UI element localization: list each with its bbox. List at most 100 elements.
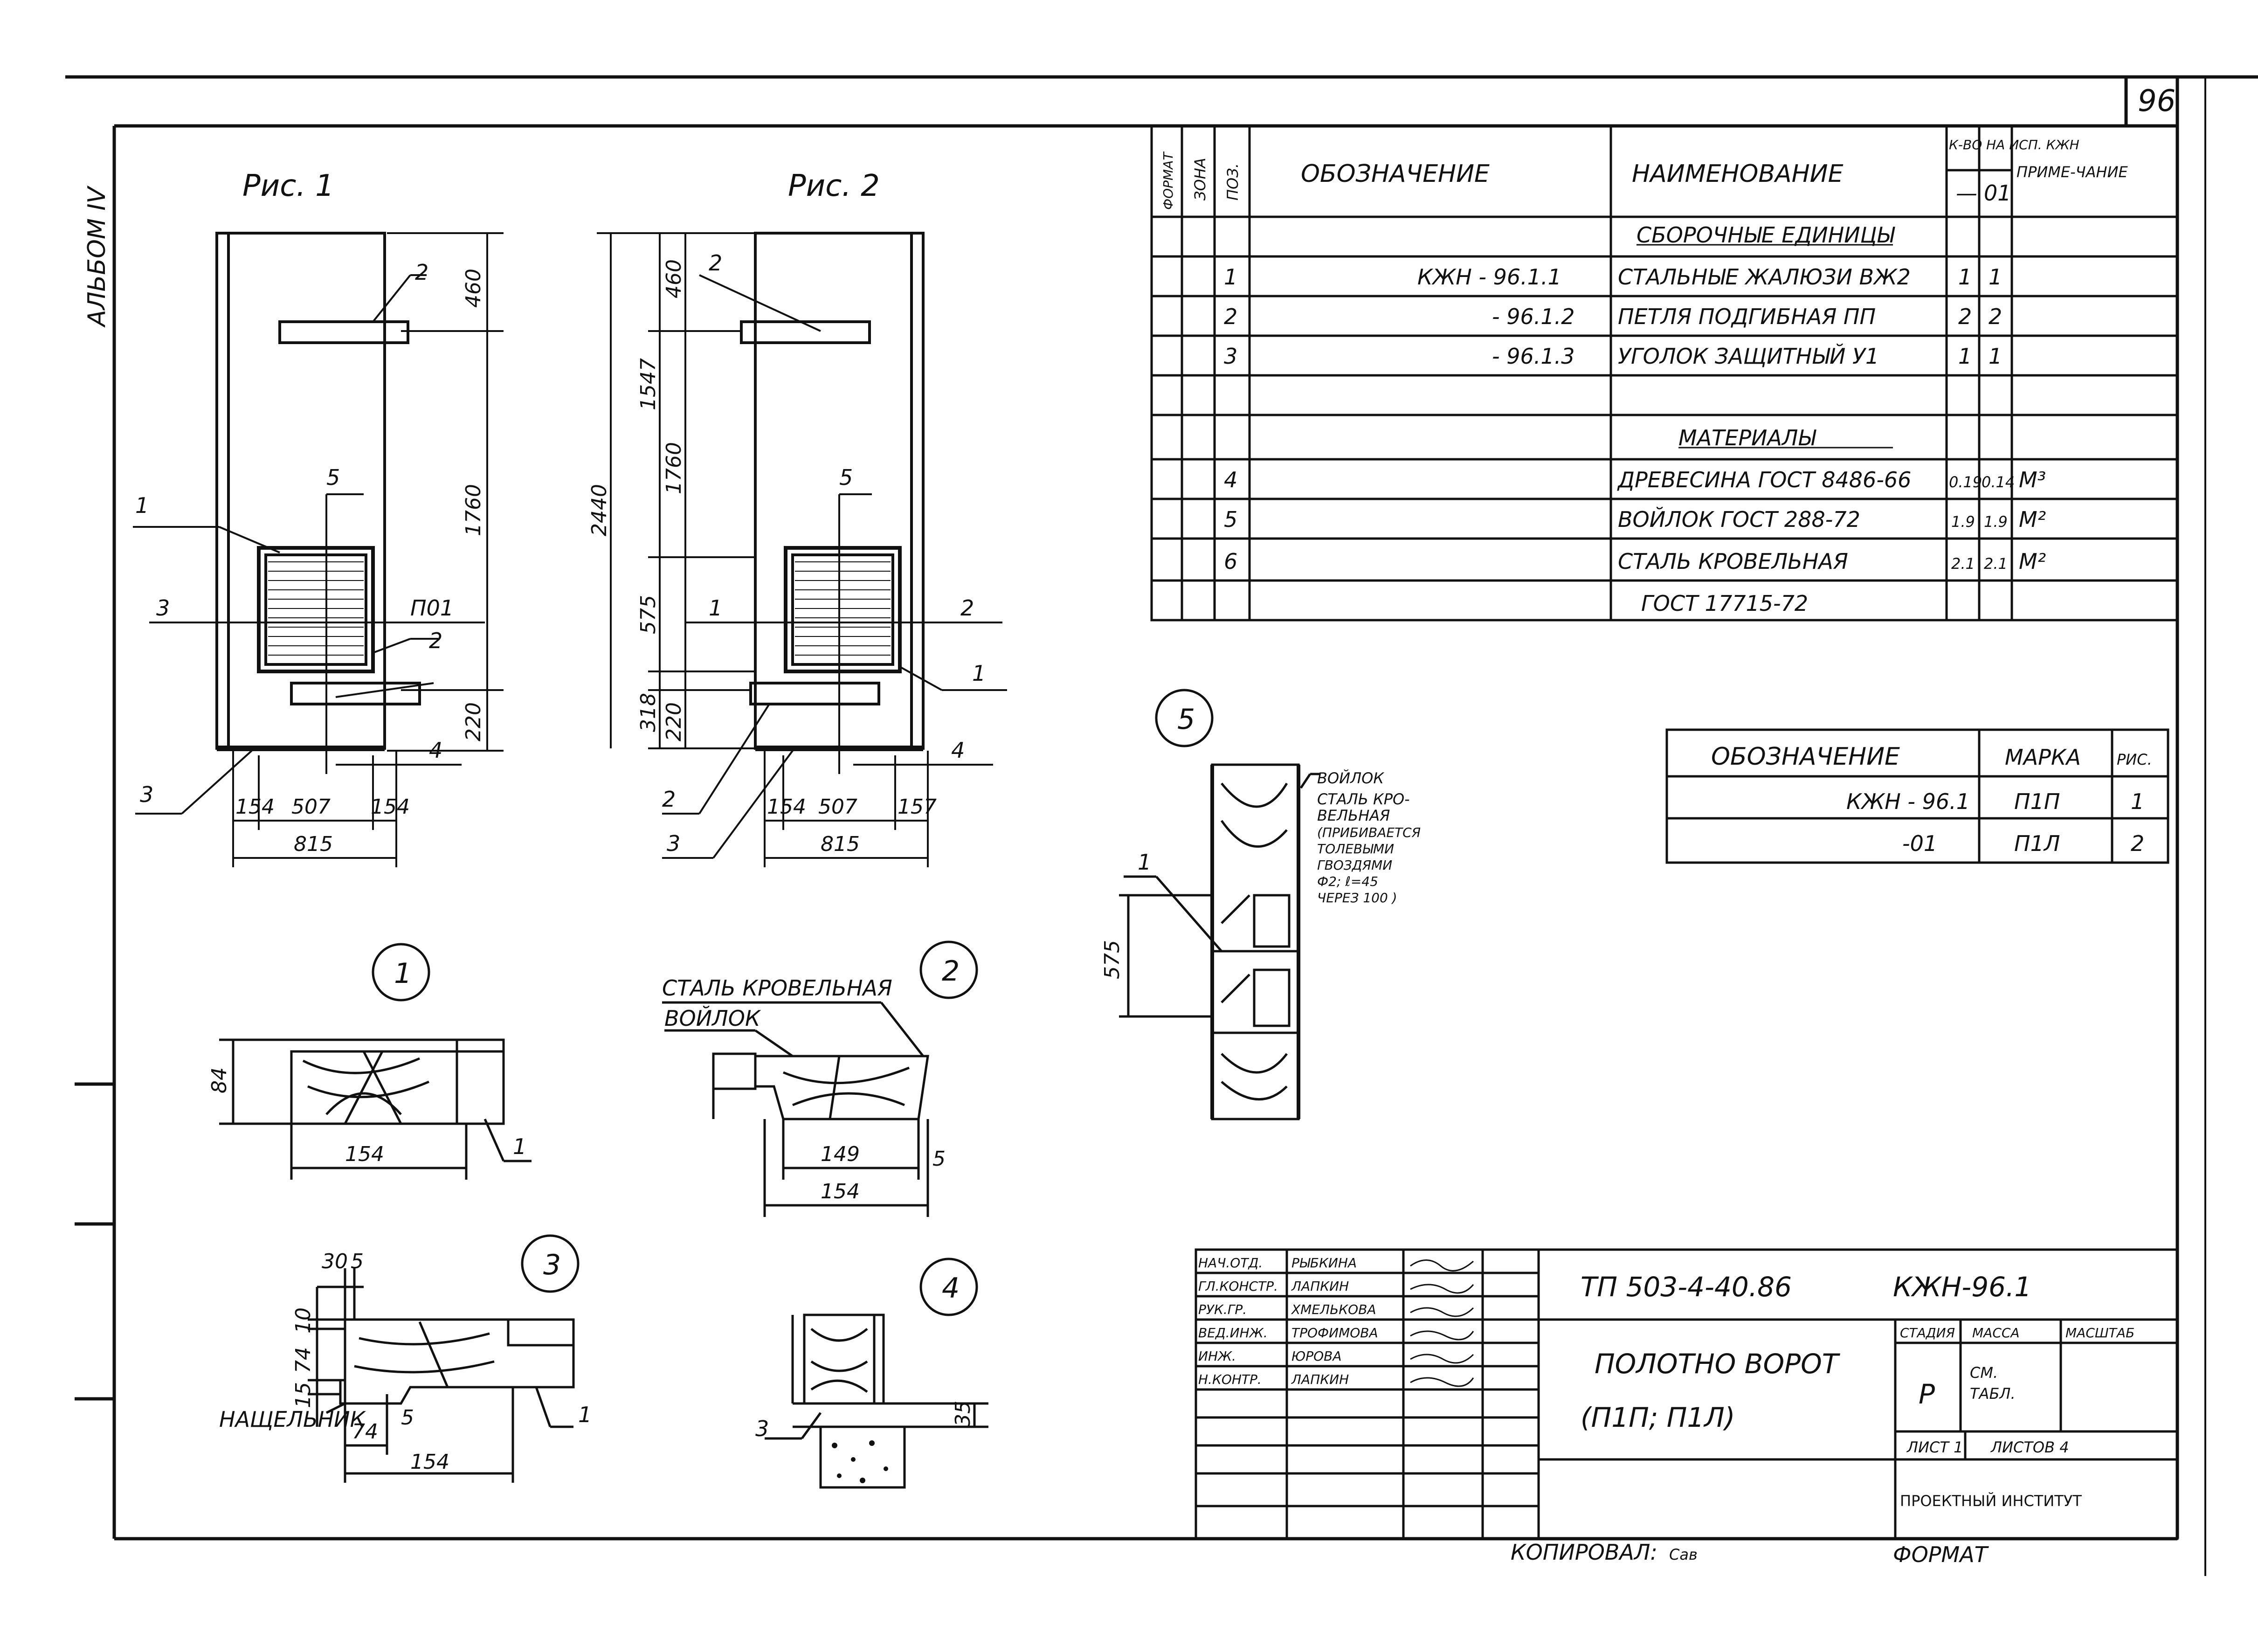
section-3-label: 3 (543, 1249, 561, 1281)
spec-row-3-qb: 1 (1989, 344, 2002, 369)
spec-row-4-qa: 0.19 (1949, 473, 1982, 491)
section-3-dim-10: 10 (291, 1307, 315, 1334)
section-5-note-felt: ВОЙЛОК (1317, 769, 1384, 787)
tb-stage: Р (1919, 1378, 1935, 1410)
spec-row-3-name: УГОЛОК ЗАЩИТНЫЙ У1 (1618, 344, 1879, 369)
spec-section-materials: МАТЕРИАЛЫ (1678, 425, 1817, 450)
marks-header-fig: РИС. (2117, 751, 2152, 768)
spec-header-qty-a: — (1956, 180, 1977, 206)
section-3-dim-154: 154 (410, 1450, 449, 1474)
tb-doc-code: КЖН-96.1 (1893, 1271, 2031, 1303)
section-5-label: 5 (1177, 703, 1195, 736)
marks-row-1-designation: КЖН - 96.1 (1846, 789, 1970, 814)
spec-table: ФОРМАТ ЗОНА ПОЗ. ОБОЗНАЧЕНИЕ НАИМЕНОВАНИ… (1150, 124, 2179, 622)
section-2-dim-5: 5 (932, 1147, 946, 1171)
tb-role-5: ИНЖ. (1198, 1348, 1236, 1364)
spec-row-4-note: М³ (2019, 467, 2046, 492)
figure-2: Рис. 2 (587, 169, 1007, 867)
fig2-dim-460: 460 (662, 259, 686, 298)
fig2-dim-1547: 1547 (636, 358, 660, 410)
fig1-dim-154-right: 154 (371, 795, 410, 819)
spec-row-2-pos: 2 (1224, 304, 1237, 329)
spec-row-6-qb: 2.1 (1984, 555, 2008, 573)
spec-row-5-name: ВОЙЛОК ГОСТ 288-72 (1618, 507, 1860, 532)
section-4-leader-3: 3 (755, 1416, 769, 1441)
fig2-dim-154: 154 (767, 795, 806, 819)
spec-row-1-designation: КЖН - 96.1.1 (1417, 264, 1561, 290)
tb-name-4: ТРОФИМОВА (1291, 1325, 1378, 1341)
page-number: 96 (2138, 84, 2175, 118)
figure-2-title: Рис. 2 (788, 169, 880, 203)
spec-row-6-name: СТАЛЬ КРОВЕЛЬНАЯ (1618, 549, 1848, 574)
section-4: 4 35 3 (755, 1258, 988, 1489)
tb-title-line-2: (П1П; П1Л) (1581, 1402, 1735, 1433)
copied-by-label: КОПИРОВАЛ: (1511, 1540, 1657, 1565)
section-5-note-steel-2: ВЕЛЬНАЯ (1317, 807, 1390, 824)
tb-project-code: ТП 503-4-40.86 (1581, 1271, 1792, 1303)
section-3: 3 30 5 10 74 15 74 (219, 1234, 592, 1483)
fig1-leader-4: 4 (429, 738, 442, 763)
figure-1: Рис. 1 (133, 169, 504, 867)
signatures (1410, 1259, 1474, 1387)
tb-role-1: НАЧ.ОТД. (1198, 1255, 1263, 1271)
format-label: ФОРМАТ (1893, 1542, 1989, 1567)
spec-row-7-name: ГОСТ 17715-72 (1641, 591, 1808, 616)
fig2-leader-1: 1 (709, 595, 722, 621)
spec-header-pos: ПОЗ. (1224, 163, 1242, 200)
section-2-dim-154: 154 (821, 1180, 860, 1203)
section-2-text-felt: ВОЙЛОК (664, 1006, 761, 1031)
sheet-frame (65, 75, 2258, 1576)
fig2-leader-3: 3 (667, 831, 680, 856)
figure-1-title: Рис. 1 (242, 169, 334, 203)
spec-row-1-qb: 1 (1989, 264, 2002, 290)
fig2-leader-4: 4 (951, 738, 965, 763)
section-2-dim-149: 149 (821, 1142, 860, 1166)
tb-name-2: ЛАПКИН (1291, 1279, 1349, 1294)
marks-table: ОБОЗНАЧЕНИЕ МАРКА РИС. КЖН - 96.1 П1П 1 … (1665, 728, 2169, 864)
spec-header-name: НАИМЕНОВАНИЕ (1632, 160, 1844, 188)
section-3-dim-15: 15 (291, 1382, 315, 1408)
tb-mass-label: МАССА (1972, 1325, 2020, 1341)
tb-role-2: ГЛ.КОНСТР. (1198, 1279, 1278, 1294)
spec-row-5-pos: 5 (1224, 507, 1237, 532)
spec-row-5-qa: 1.9 (1951, 513, 1975, 531)
spec-row-2-name: ПЕТЛЯ ПОДГИБНАЯ ПП (1618, 304, 1876, 329)
spec-row-1-qa: 1 (1958, 264, 1972, 290)
section-2: 2 СТАЛЬ КРОВЕЛЬНАЯ ВОЙЛОК 149 154 5 (662, 940, 978, 1217)
spec-header-qty-b: 01 (1984, 180, 2011, 206)
tb-role-3: РУК.ГР. (1198, 1302, 1247, 1317)
tb-name-6: ЛАПКИН (1291, 1372, 1349, 1387)
section-3-dim-74-h: 74 (352, 1420, 378, 1444)
section-2-label: 2 (942, 955, 960, 988)
marks-row-1-mark: П1П (2014, 789, 2060, 814)
fig1-dim-154-left: 154 (235, 795, 275, 819)
fig2-dim-1760: 1760 (662, 442, 686, 494)
fig2-dim-575: 575 (636, 595, 660, 634)
tb-institute: ПРОЕКТНЫЙ ИНСТИТУТ (1900, 1492, 2082, 1510)
section-1-label: 1 (394, 957, 412, 990)
tb-sheet: ЛИСТ 1 (1906, 1438, 1963, 1456)
section-1-dim-154: 154 (345, 1142, 384, 1166)
fig1-dim-460: 460 (462, 269, 485, 308)
fig2-leader-2-bottom: 2 (662, 787, 676, 812)
section-2-text-steel: СТАЛЬ КРОВЕЛЬНАЯ (662, 975, 892, 1001)
tb-scale-label: МАСШТАБ (2065, 1325, 2134, 1341)
marks-row-2-designation: -01 (1902, 831, 1937, 856)
fig2-dim-507: 507 (818, 795, 857, 819)
tb-name-1: РЫБКИНА (1291, 1255, 1357, 1271)
spec-row-2-qb: 2 (1989, 304, 2002, 329)
copier-signature: Сав (1669, 1546, 1698, 1563)
fig1-leader-1: 1 (135, 493, 149, 518)
spec-row-6-qa: 2.1 (1951, 555, 1975, 573)
marks-header-designation: ОБОЗНАЧЕНИЕ (1711, 743, 1900, 771)
title-block: НАЧ.ОТД. РЫБКИНА ГЛ.КОНСТР. ЛАПКИН РУК.Г… (1195, 1248, 2179, 1540)
fig2-dim-815: 815 (821, 832, 860, 856)
spec-row-1-pos: 1 (1224, 264, 1237, 290)
tb-stage-label: СТАДИЯ (1900, 1325, 1955, 1341)
fig1-leader-2-bottom: 2 (429, 628, 442, 653)
section-3-dim-5: 5 (351, 1250, 364, 1273)
fig1-dim-815: 815 (294, 832, 333, 856)
fig1-dim-220: 220 (462, 702, 485, 741)
fig2-dim-2440: 2440 (587, 484, 611, 536)
